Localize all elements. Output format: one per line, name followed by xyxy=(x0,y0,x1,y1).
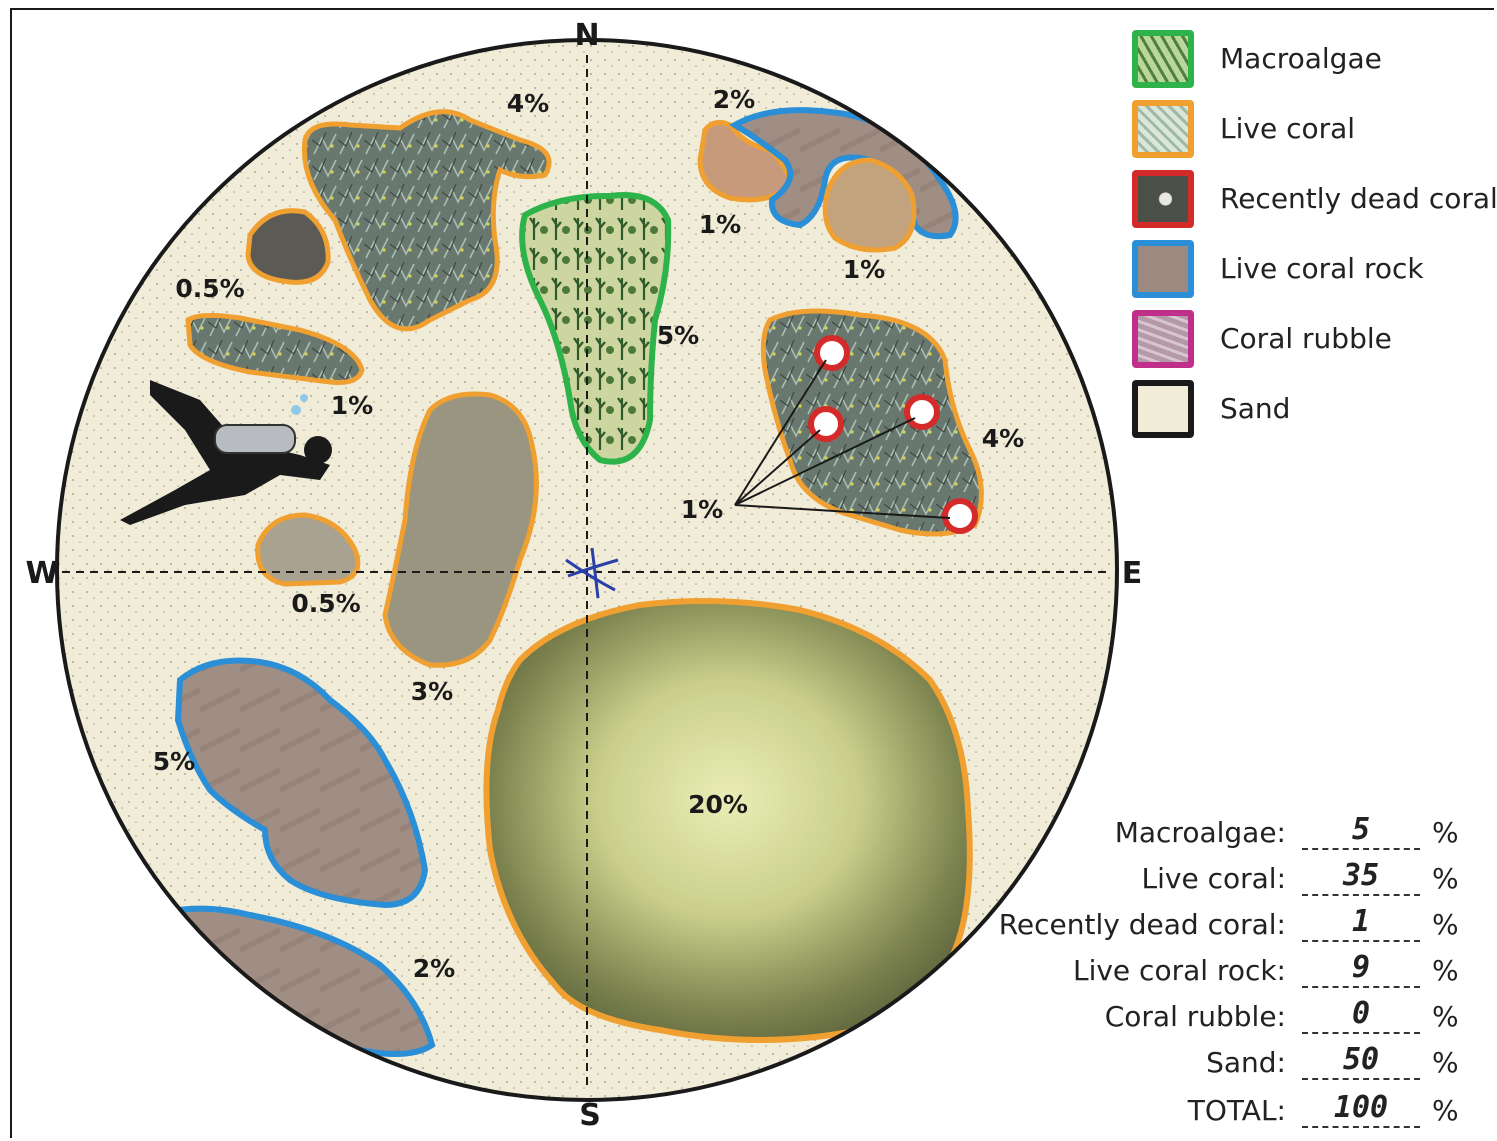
label-right-small-coral-b: 1% xyxy=(843,255,885,284)
summary-value: 9 xyxy=(1351,950,1371,985)
summary-blank-line xyxy=(1302,894,1420,896)
dead-coral-markers xyxy=(808,335,978,534)
summary-value: 100 xyxy=(1333,1090,1389,1125)
compass-south: S xyxy=(579,1098,601,1133)
summary-row-live-coral-rock: Live coral rock: 9 % xyxy=(972,950,1472,994)
label-top-center-coral: 4% xyxy=(507,89,549,118)
summary-blank-line xyxy=(1302,848,1420,850)
coral-patch-small-top-left xyxy=(245,208,331,285)
large-coral-patch xyxy=(483,598,973,1043)
coral-patch-top-right-a xyxy=(697,119,793,203)
summary-row-sand: Sand: 50 % xyxy=(972,1042,1472,1086)
summary-row-live-coral: Live coral: 35 % xyxy=(972,858,1472,902)
coral-patch-elongated-left xyxy=(185,312,365,385)
summary-unit: % xyxy=(1432,954,1459,987)
legend-item-recently-dead-coral: Recently dead coral xyxy=(1128,170,1497,236)
dead-coral-marker xyxy=(904,394,940,430)
live-coral-swatch-icon xyxy=(1132,100,1194,158)
summary-blank-line xyxy=(1302,1126,1420,1128)
legend-label: Live coral rock xyxy=(1220,252,1424,285)
summary-label: Live coral: xyxy=(1141,862,1286,895)
dead-coral-marker xyxy=(942,498,978,534)
compass-north: N xyxy=(574,18,599,53)
coral-rock-patch-large xyxy=(174,657,429,909)
coral-patch-top-center xyxy=(301,109,552,332)
label-top-right-small-coral: 2% xyxy=(713,85,755,114)
coral-patch-top-right-b xyxy=(822,157,917,253)
legend-label: Coral rubble xyxy=(1220,322,1392,355)
compass-west: W xyxy=(25,556,58,591)
diver-icon xyxy=(120,380,332,525)
summary-blank-line xyxy=(1302,1032,1420,1034)
summary-value: 1 xyxy=(1351,904,1371,939)
label-dead-coral-group: 1% xyxy=(681,495,723,524)
label-rock-patch-small: 2% xyxy=(413,954,455,983)
label-rock-patch-large: 5% xyxy=(153,747,195,776)
legend-item-coral-rubble: Coral rubble xyxy=(1128,310,1493,376)
legend-label: Live coral xyxy=(1220,112,1356,145)
summary-value: 0 xyxy=(1351,996,1371,1031)
label-central-left-coral: 3% xyxy=(411,677,453,706)
summary-row-recently-dead-coral: Recently dead coral: 1 % xyxy=(972,904,1472,948)
summary-label: Coral rubble: xyxy=(1104,1000,1286,1033)
legend-item-live-coral-rock: Live coral rock xyxy=(1128,240,1493,306)
summary-unit: % xyxy=(1432,1046,1459,1079)
summary-blank-line xyxy=(1302,986,1420,988)
coral-rubble-swatch-icon xyxy=(1132,310,1194,368)
dead-coral-leader-lines xyxy=(734,359,951,519)
dead-coral-marker xyxy=(814,335,850,371)
sand-swatch-icon xyxy=(1132,380,1194,438)
center-mark-icon xyxy=(565,547,619,599)
summary-value: 50 xyxy=(1342,1042,1380,1077)
label-small-left-coral-top: 0.5% xyxy=(175,274,244,303)
label-right-small-coral-a: 1% xyxy=(699,210,741,239)
summary-unit: % xyxy=(1432,862,1459,895)
legend-item-sand: Sand xyxy=(1128,380,1493,446)
summary-row-total: TOTAL: 100 % xyxy=(972,1090,1472,1134)
label-small-left-coral-bottom: 0.5% xyxy=(291,589,360,618)
label-elongated-left-coral: 1% xyxy=(331,391,373,420)
summary-blank-line xyxy=(1302,1078,1420,1080)
summary-label: Macroalgae: xyxy=(1114,816,1286,849)
legend-label: Recently dead coral xyxy=(1220,182,1497,215)
label-large-coral: 20% xyxy=(688,790,748,819)
summary-unit: % xyxy=(1432,1094,1459,1127)
summary-label: Recently dead coral: xyxy=(998,908,1286,941)
compass-axes xyxy=(62,55,1112,1090)
summary-label: Sand: xyxy=(1206,1046,1286,1079)
legend-item-live-coral: Live coral xyxy=(1128,100,1493,166)
label-macroalgae-patch: 5% xyxy=(657,321,699,350)
compass-east: E xyxy=(1122,556,1143,591)
quadrat-boundary xyxy=(55,38,1119,1102)
legend-item-macroalgae: Macroalgae xyxy=(1128,30,1493,96)
summary-blank-line xyxy=(1302,940,1420,942)
legend-label: Sand xyxy=(1220,392,1291,425)
macroalgae-swatch-icon xyxy=(1132,30,1194,88)
summary-label: Live coral rock: xyxy=(1072,954,1286,987)
image-frame xyxy=(10,8,1494,1138)
summary-label: TOTAL: xyxy=(1187,1094,1286,1127)
dead-coral-swatch-icon xyxy=(1132,170,1194,228)
summary-row-coral-rubble: Coral rubble: 0 % xyxy=(972,996,1472,1040)
legend-label: Macroalgae xyxy=(1220,42,1382,75)
patch-labels: 4% 2% 1% 1% 0.5% 1% 5% 1% 4% 0.5% 3% 5% … xyxy=(153,85,1024,983)
summary-value: 5 xyxy=(1351,812,1371,847)
macroalgae-patch xyxy=(519,192,672,465)
coral-patch-small-bottom-left xyxy=(255,512,361,587)
summary-unit: % xyxy=(1432,908,1459,941)
coral-rock-swatch-icon xyxy=(1132,240,1194,298)
summary-unit: % xyxy=(1432,816,1459,849)
label-right-coral-patch: 4% xyxy=(982,424,1024,453)
summary-row-macroalgae: Macroalgae: 5 % xyxy=(972,812,1472,856)
summary-value: 35 xyxy=(1342,858,1380,893)
summary-unit: % xyxy=(1432,1000,1459,1033)
coral-patch-central-left xyxy=(382,391,539,668)
